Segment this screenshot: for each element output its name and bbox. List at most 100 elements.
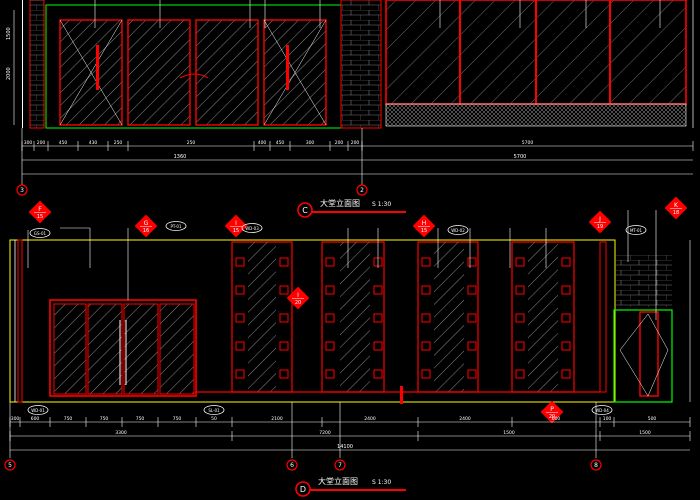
upper-axis-2-bubble — [356, 184, 368, 196]
lower-right-door-diag-2 — [619, 349, 649, 397]
upper-dim-value: 250 — [187, 140, 196, 146]
upper-handle-1 — [96, 45, 99, 90]
panel-ornament — [515, 369, 525, 379]
panel-ornament — [279, 313, 289, 323]
lower-door-leaf-3 — [123, 303, 159, 395]
panel-1-hatch — [248, 242, 276, 392]
lower-left-red-band — [17, 239, 23, 403]
material-tag-oval — [591, 405, 613, 415]
panel-ornament — [561, 313, 571, 323]
lower-axis-bubble — [590, 459, 602, 471]
panel-ornament — [515, 285, 525, 295]
upper-dim-value: 200 — [37, 140, 46, 146]
lower-dim-value: 750 — [173, 416, 182, 422]
lower-dim-sub-value: 1500 — [639, 430, 651, 436]
section-tag-letter: F — [38, 206, 42, 213]
lower-axis-bubble — [4, 459, 16, 471]
material-tag-code: WD-03 — [245, 226, 259, 231]
lower-outer-frame — [9, 239, 616, 403]
section-tag-number: 20 — [295, 300, 301, 306]
panel-ornament — [561, 285, 571, 295]
material-tag-code: GS-01 — [34, 231, 47, 236]
material-tag-code: WD-02 — [451, 228, 465, 233]
section-tag-number: 20 — [549, 414, 555, 420]
lower-dim-value: 750 — [100, 416, 109, 422]
lower-right-door-diag-3 — [647, 313, 669, 351]
panel-ornament — [235, 257, 245, 267]
material-tag-oval — [625, 225, 647, 235]
title-d-scale: S 1:30 — [372, 479, 391, 486]
lower-dim-value: 2100 — [271, 416, 283, 422]
panel-ornament — [467, 341, 477, 351]
panel-ornament — [279, 369, 289, 379]
lower-door-leaf-2 — [87, 303, 123, 395]
lower-dim-value: 2400 — [459, 416, 471, 422]
material-tag-oval — [241, 223, 263, 233]
lower-red-marker — [400, 386, 403, 404]
panel-2-hatch — [340, 242, 370, 392]
title-c-scale: S 1:30 — [372, 201, 391, 208]
lower-door-leaf-4 — [159, 303, 195, 395]
lower-dim-value: 100 — [603, 416, 612, 422]
lower-panel-1 — [231, 241, 293, 393]
upper-dim-value: 450 — [59, 140, 68, 146]
material-tag-oval — [29, 228, 51, 238]
upper-height-dim-1: 1500 — [6, 27, 12, 40]
material-tag-oval — [165, 221, 187, 231]
upper-door-diag-4 — [263, 19, 327, 126]
section-tag-number: 18 — [673, 210, 679, 216]
panel-ornament — [467, 369, 477, 379]
title-c-bubble — [297, 202, 313, 218]
upper-dim-value: 200 — [351, 140, 360, 146]
panel-ornament — [325, 257, 335, 267]
lower-right-door-diag-4 — [647, 349, 669, 397]
upper-base-tiles — [385, 103, 687, 127]
lower-right-door-red — [639, 311, 659, 397]
section-tag-letter: H — [422, 220, 427, 227]
material-tag-code: MT-01 — [630, 228, 643, 233]
upper-dim-value: 300 — [24, 140, 33, 146]
upper-left-wall-line — [22, 0, 23, 128]
panel-ornaments — [235, 257, 571, 379]
section-tag-diamond — [286, 286, 310, 310]
section-tag-letter: I — [297, 292, 299, 299]
upper-left-strip — [30, 0, 44, 128]
title-c: C 大堂立面图 S 1:30 — [297, 198, 406, 218]
upper-right-strip — [340, 0, 382, 129]
lower-dim-sub-value: 3300 — [115, 430, 127, 436]
section-tag-diamond — [540, 400, 564, 424]
upper-handle-2 — [286, 45, 289, 90]
panel-ornament — [373, 285, 383, 295]
panel-ornament — [325, 285, 335, 295]
section-tag-number: 19 — [597, 224, 603, 230]
material-tag-code: PT-01 — [170, 224, 181, 229]
upper-door-diag-2 — [59, 19, 123, 126]
panel-ornament — [373, 313, 383, 323]
panel-ornament — [467, 285, 477, 295]
lower-axis-bubble — [286, 459, 298, 471]
upper-height-dim-2: 2000 — [6, 67, 12, 80]
panel-ornament — [421, 369, 431, 379]
section-tag-number: 16 — [143, 228, 149, 234]
lower-panel-3 — [417, 241, 479, 393]
lower-panel-2 — [321, 241, 385, 393]
upper-glass-mid-r — [195, 19, 259, 126]
lower-axis-label: 5 — [8, 462, 12, 469]
panel-ornament — [279, 341, 289, 351]
upper-dim-value: 450 — [276, 140, 285, 146]
upper-axis-2-label: 2 — [360, 187, 364, 194]
lower-axis-label: 8 — [594, 462, 598, 469]
panel-ornament — [235, 369, 245, 379]
panel-ornament — [235, 285, 245, 295]
panel-4-hatch — [528, 242, 558, 392]
upper-dim-sub-2: 5700 — [514, 154, 527, 160]
upper-axis-3-bubble — [16, 184, 28, 196]
section-tag-letter: G — [144, 220, 149, 227]
panel-ornament — [325, 341, 335, 351]
panel-ornament — [515, 257, 525, 267]
